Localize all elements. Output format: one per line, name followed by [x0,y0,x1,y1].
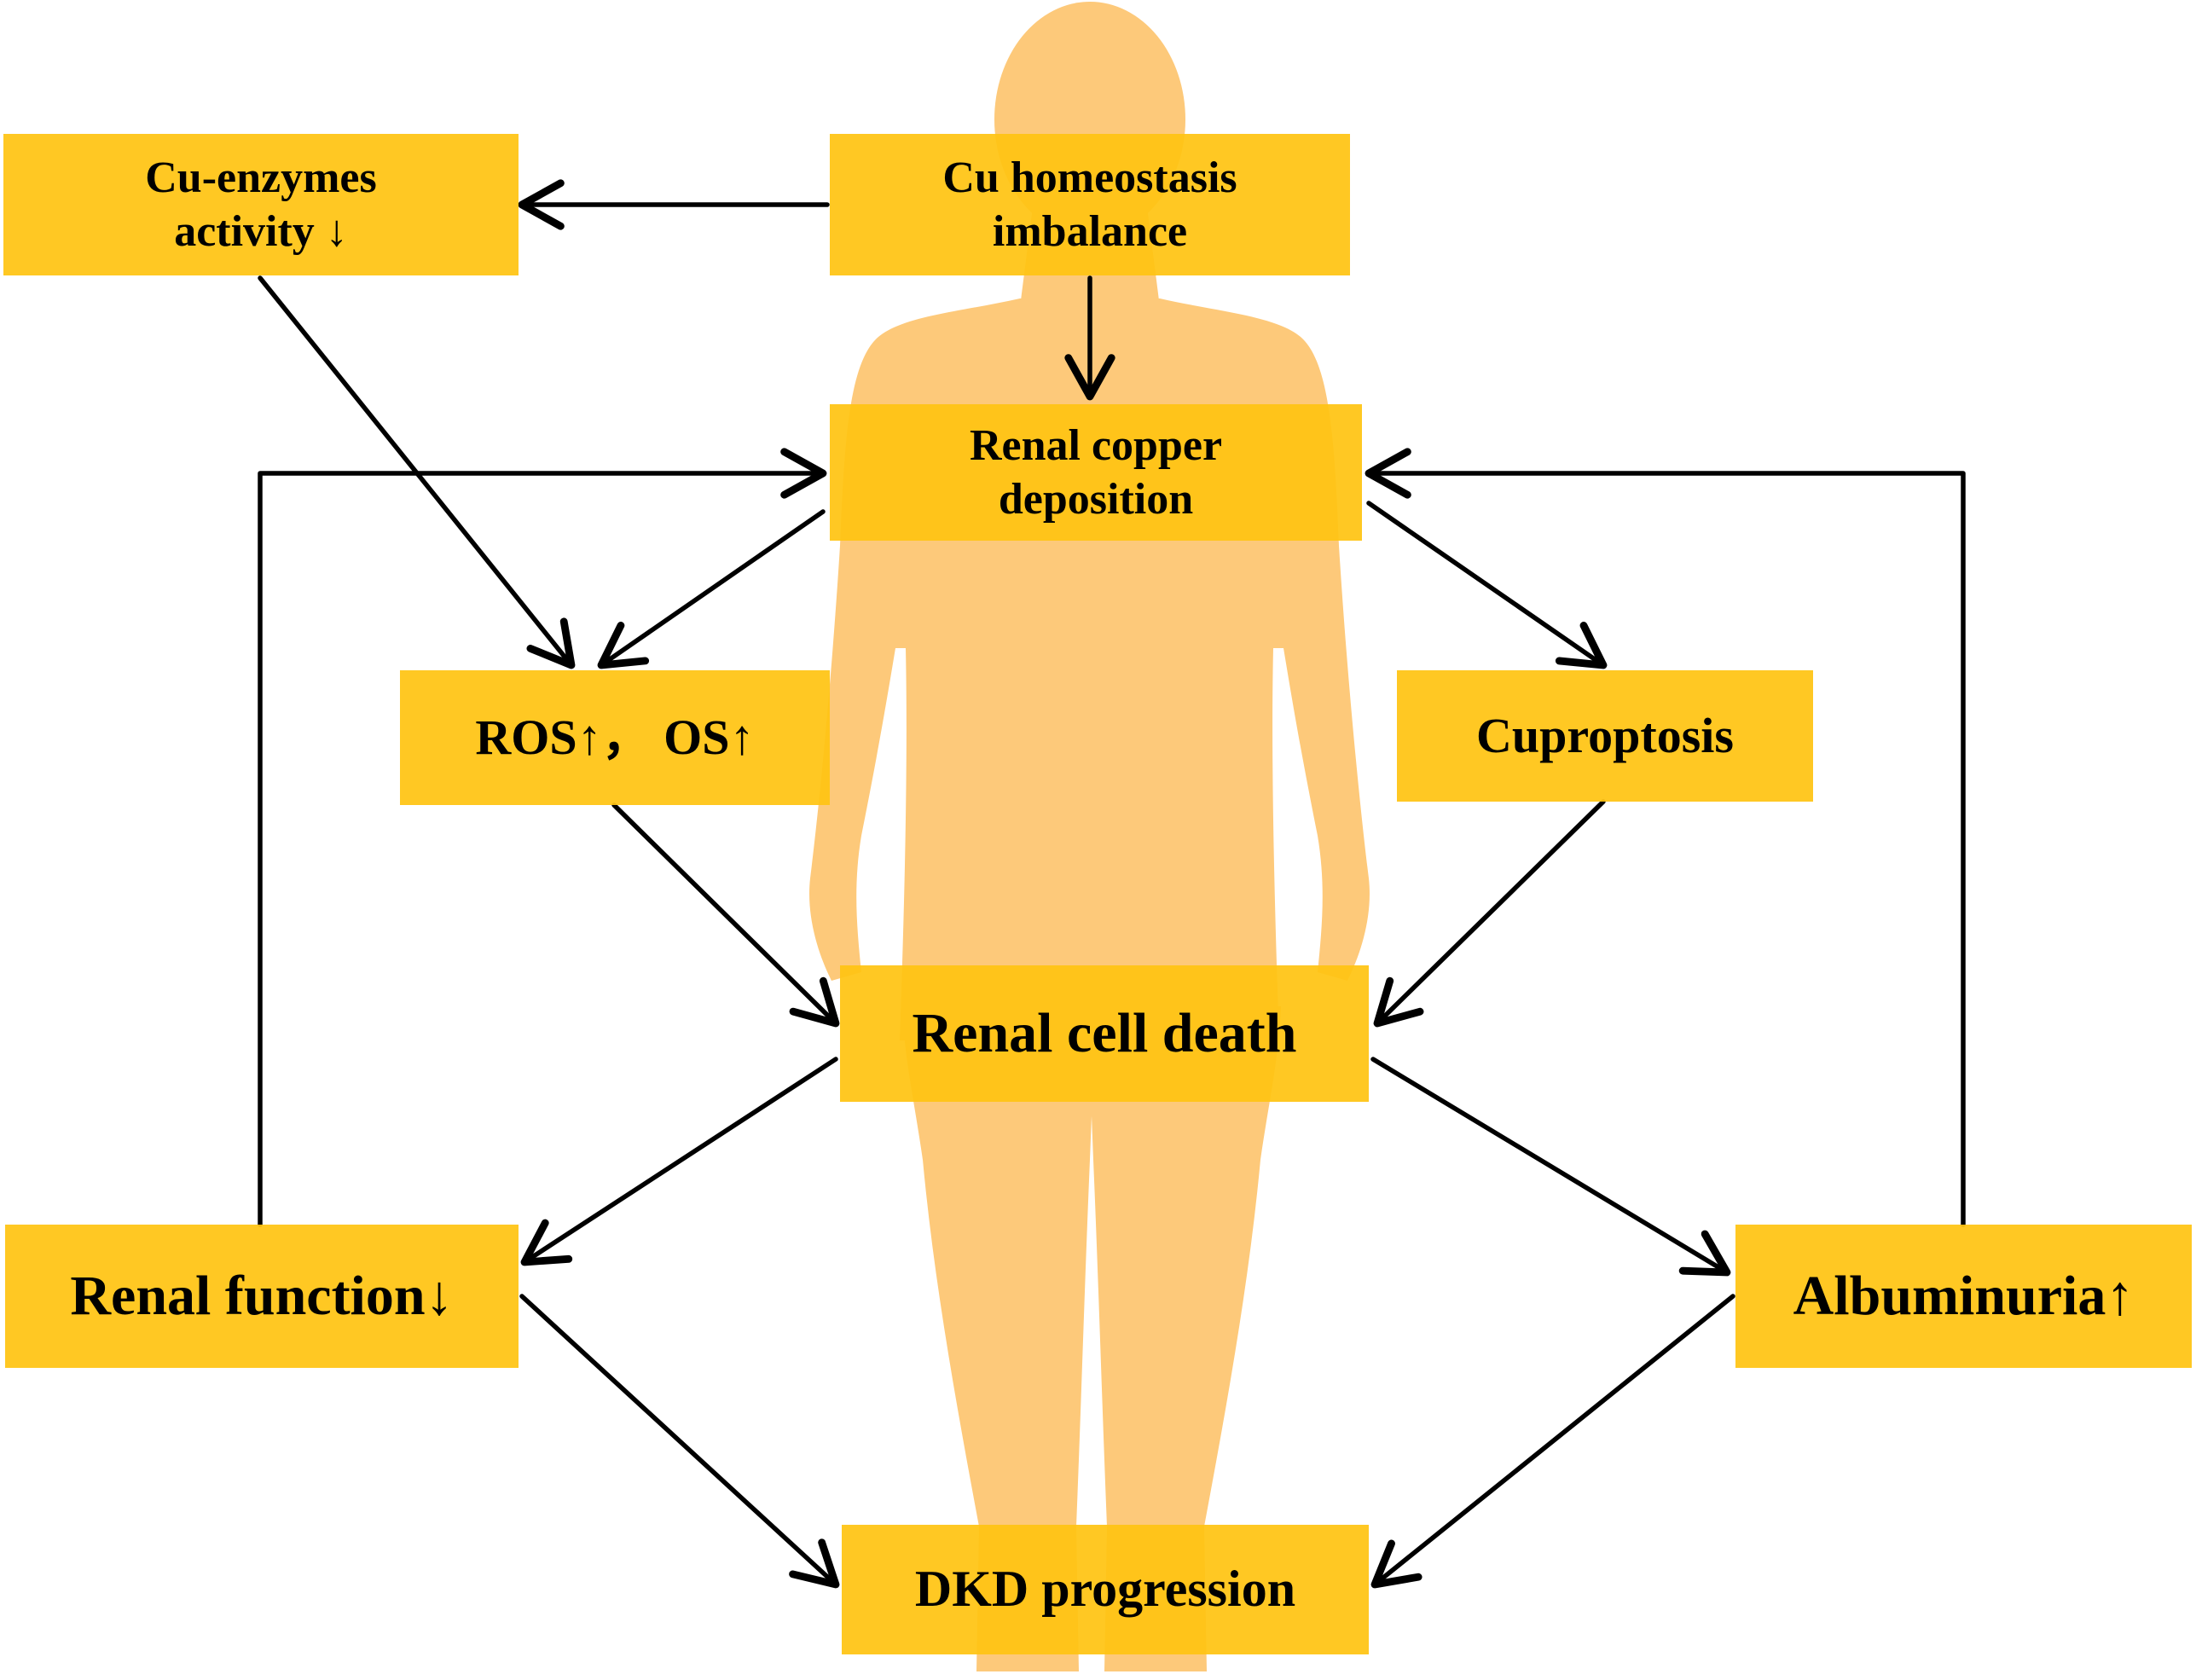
node-label-line: Renal copper [969,420,1223,470]
arrow-albuminuria-to-dkd [1370,1294,1735,1589]
node-cu-enzymes-activity: Cu-enzymes activity ↓ [3,134,519,275]
node-renal-copper-deposition: Renal copper deposition [830,404,1362,541]
node-cuproptosis: Cuproptosis [1397,670,1813,802]
arrow-function-feedback-to-deposition [258,448,827,1227]
arrow-function-to-dkd [519,1294,840,1589]
arrow-ros-to-death [611,802,840,1028]
node-label: Renal function↓ [70,1264,454,1327]
node-renal-function: Renal function↓ [5,1225,519,1368]
node-label-line: deposition [998,475,1194,524]
node-cu-homeostasis-imbalance: Cu homeostasis imbalance [830,134,1350,275]
node-label: Albuminuria↑ [1793,1264,2135,1327]
node-albuminuria: Albuminuria↑ [1735,1225,2192,1368]
node-label-line: imbalance [992,207,1188,256]
arrow-death-to-function [520,1057,838,1266]
node-label-line: Cu homeostasis [942,153,1237,202]
arrow-cuproptosis-to-death [1373,799,1606,1028]
node-label: ROS↑， OS↑ [475,709,755,765]
node-renal-cell-death: Renal cell death [840,965,1369,1102]
node-label: Cuproptosis [1476,707,1734,763]
node-dkd-progression: DKD progression [842,1525,1369,1654]
node-label-line: activity ↓ [174,207,348,256]
arrow-deposition-to-cuproptosis [1366,501,1608,669]
arrow-death-to-albuminuria [1370,1057,1731,1277]
node-ros-os: ROS↑， OS↑ [400,670,830,805]
node-label-line: Cu-enzymes [145,153,377,202]
arrow-albuminuria-feedback-to-deposition [1365,448,1966,1227]
node-label: Renal cell death [912,1001,1297,1064]
arrow-deposition-to-ros [597,509,826,669]
node-label: DKD progression [914,1561,1296,1618]
